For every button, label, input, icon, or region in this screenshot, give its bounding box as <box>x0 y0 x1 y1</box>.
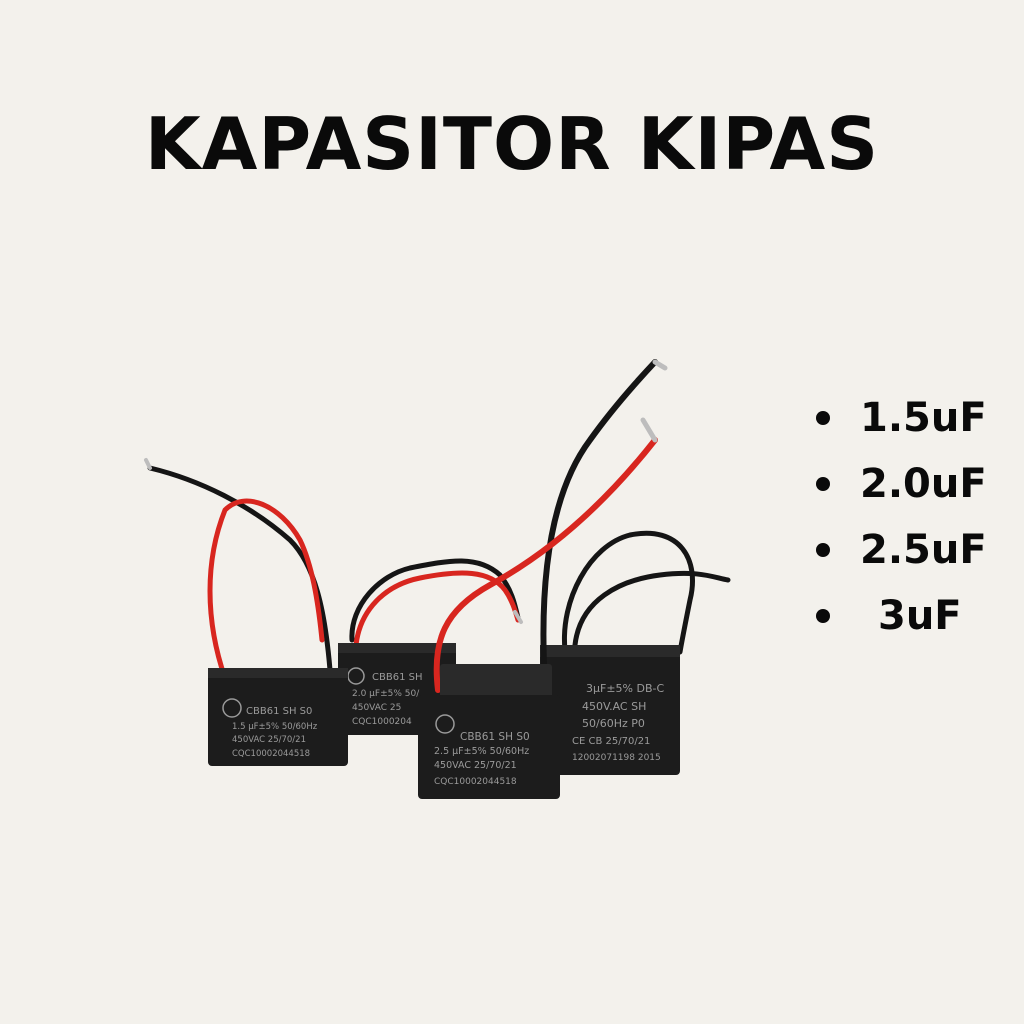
capacitor-print: 50/60Hz P0 <box>582 717 645 730</box>
capacitor-value-list: 1.5uF 2.0uF 2.5uF 3uF <box>812 385 987 649</box>
capacitor-print: 450VAC 25/70/21 <box>434 760 517 771</box>
bullet-icon <box>816 543 830 557</box>
capacitor-value-label: 2.5uF <box>860 527 987 573</box>
capacitor-wires-left <box>144 458 333 681</box>
page-title: KAPASITOR KIPAS <box>144 102 880 186</box>
fan-capacitors-photo: CBB61 SH 2.0 μF±5% 50/ 450VAC 25 CQC1000… <box>144 359 731 799</box>
capacitor-print: 450V.AC SH <box>582 700 646 713</box>
capacitor-value-label: 3uF <box>878 593 962 639</box>
capacitor-print: 450VAC 25 <box>352 703 401 713</box>
capacitor-value-label: 1.5uF <box>860 395 987 441</box>
capacitor-print: 1.5 μF±5% 50/60Hz <box>232 722 318 732</box>
capacitor-wires-back-left <box>349 558 523 648</box>
capacitor-print: CQC1000204 <box>352 717 412 727</box>
list-item: 1.5uF <box>812 385 987 451</box>
capacitor-wires-right <box>561 530 731 655</box>
capacitor-print: CBB61 SH S0 <box>460 731 530 743</box>
capacitor-print: CBB61 SH <box>372 672 422 683</box>
list-item: 3uF <box>812 583 987 649</box>
capacitor-print: CE CB 25/70/21 <box>572 736 650 747</box>
capacitor-print: 12002071198 2015 <box>572 753 661 763</box>
list-item: 2.5uF <box>812 517 987 583</box>
capacitor-wires-front <box>433 359 668 693</box>
capacitor-1-5uf: CBB61 SH S0 1.5 μF±5% 50/60Hz 450VAC 25/… <box>208 668 348 766</box>
capacitor-print: 3μF±5% DB-C <box>586 682 664 695</box>
capacitor-3uf: 3μF±5% DB-C 450V.AC SH 50/60Hz P0 CE CB … <box>540 645 680 775</box>
capacitor-print: CQC10002044518 <box>434 777 517 787</box>
bullet-icon <box>816 411 830 425</box>
capacitor-value-label: 2.0uF <box>860 461 987 507</box>
capacitor-print: CQC10002044518 <box>232 749 310 759</box>
bullet-icon <box>816 477 830 491</box>
bullet-icon <box>816 609 830 623</box>
capacitor-print: 2.0 μF±5% 50/ <box>352 689 420 699</box>
capacitor-print: 450VAC 25/70/21 <box>232 735 306 745</box>
capacitor-print: 2.5 μF±5% 50/60Hz <box>434 746 529 757</box>
list-item: 2.0uF <box>812 451 987 517</box>
capacitor-2-5uf: CBB61 SH S0 2.5 μF±5% 50/60Hz 450VAC 25/… <box>418 664 560 799</box>
capacitor-print: CBB61 SH S0 <box>246 706 312 717</box>
